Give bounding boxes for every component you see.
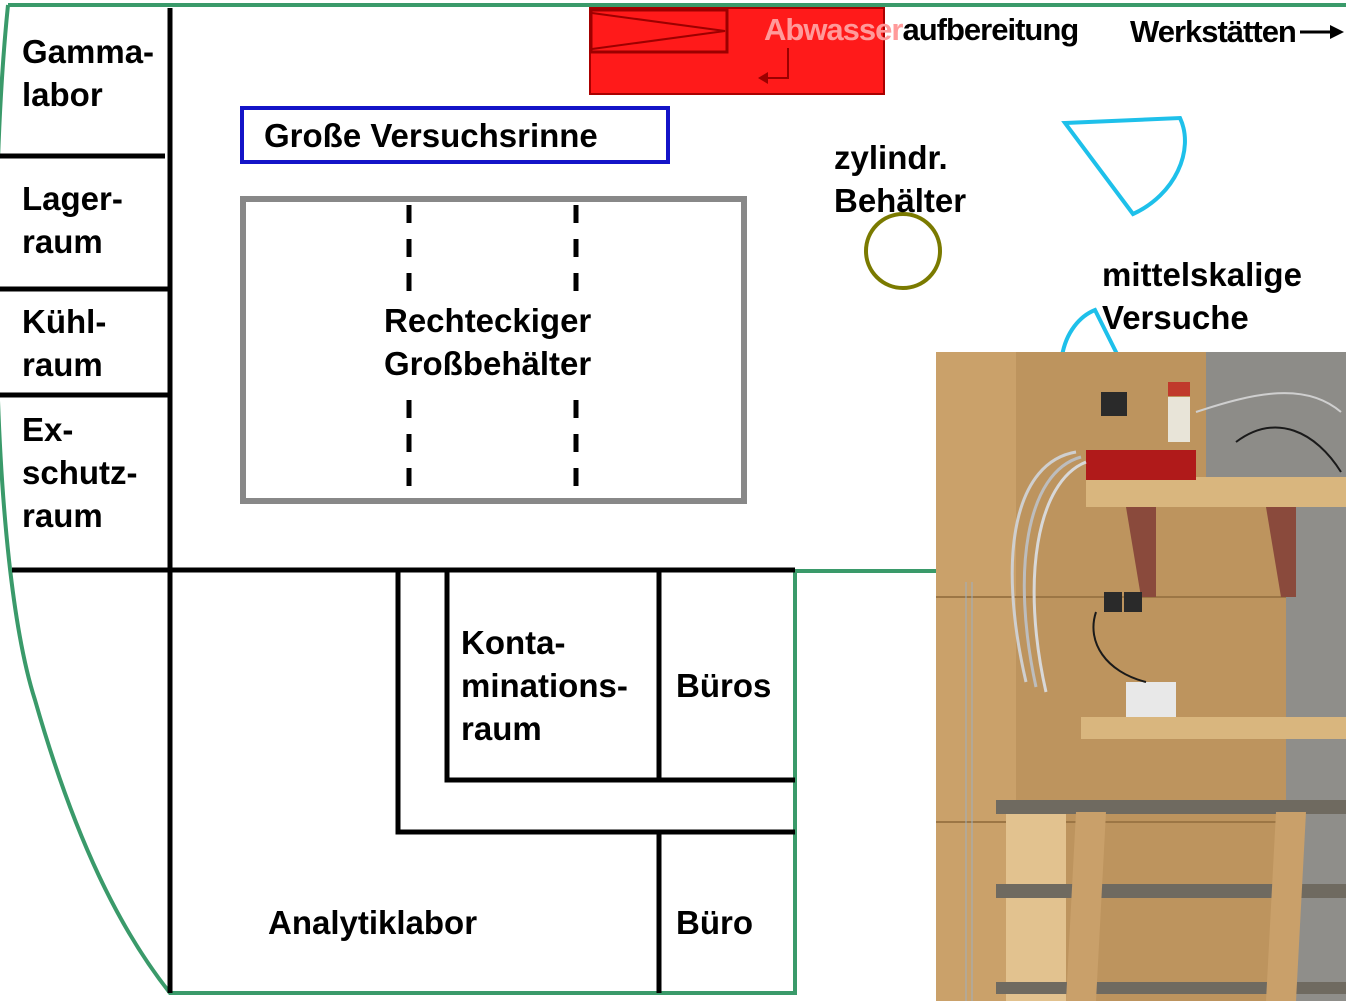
label-abwasseraufbereitung: Abwasseraufbereitung: [764, 8, 1079, 51]
abwasser-return-arrow: [766, 48, 789, 79]
zylinder-circle: [864, 212, 942, 290]
label-bueros: Büros: [676, 667, 772, 704]
label-kuehlraum: Kühl- raum: [22, 303, 107, 383]
werkstaetten-arrowhead: [1330, 25, 1344, 39]
interior-walls: [0, 8, 795, 993]
abwasser-zigzag: [591, 12, 726, 50]
abwasser-inner-box: [589, 8, 729, 54]
label-werkstaetten: Werkstätten: [1130, 14, 1297, 49]
grossbehaelter-box: [240, 196, 747, 504]
label-rechteckiger-grossbehaelter: Rechteckiger Großbehälter: [384, 302, 592, 382]
versuchsrinne-box: [240, 106, 670, 164]
label-buero: Büro: [676, 904, 753, 941]
abwasser-arrowhead: [758, 72, 768, 84]
mittelskalig-arc-shape: [1060, 307, 1120, 357]
label-kontaminationsraum: Konta- minations- raum: [461, 624, 628, 747]
mittelskalig-sector-shape: [1061, 115, 1187, 217]
label-abwasser-part: Abwasser: [764, 12, 903, 47]
label-lagerraum: Lager- raum: [22, 180, 123, 260]
label-exschutzraum: Ex- schutz- raum: [22, 411, 138, 534]
label-gammalabor: Gamma- labor: [22, 33, 155, 113]
label-zylindr-behaelter: zylindr. Behälter: [834, 139, 967, 219]
label-aufbereitung-part: aufbereitung: [902, 12, 1079, 47]
label-grosse-versuchsrinne: Große Versuchsrinne: [264, 117, 598, 154]
building-outline: [0, 3, 1346, 995]
grossbehaelter-dividers: [406, 205, 579, 492]
label-mittelskalige-versuche: mittelskalige Versuche: [1102, 256, 1302, 336]
label-analytiklabor: Analytiklabor: [268, 904, 478, 941]
rack-photo: [936, 352, 1346, 1001]
